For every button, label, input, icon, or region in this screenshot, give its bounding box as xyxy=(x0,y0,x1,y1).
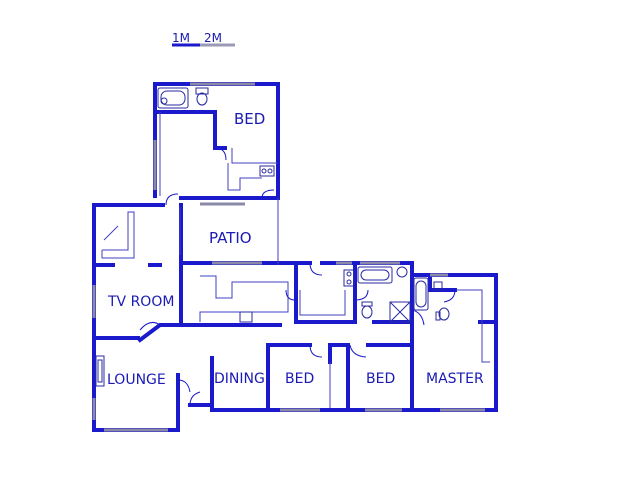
room-label-master: MASTER xyxy=(426,371,484,387)
fixtures xyxy=(95,87,450,387)
room-labels: BED PATIO TV ROOM LOUNGE DINING BED BED … xyxy=(107,110,484,388)
windows xyxy=(92,82,485,432)
room-label-dining: DINING xyxy=(214,371,265,387)
scale-label-2m: 2M xyxy=(204,31,222,45)
room-label-bed-2: BED xyxy=(285,371,314,387)
room-label-bed-3: BED xyxy=(366,371,395,387)
scale-label-1m: 1M xyxy=(172,31,190,45)
room-label-bed-top: BED xyxy=(234,110,265,128)
fittings xyxy=(101,112,490,408)
scale-bar: 1M 2M xyxy=(172,31,235,47)
doors xyxy=(139,147,456,406)
room-label-patio: PATIO xyxy=(209,229,252,247)
room-label-tv-room: TV ROOM xyxy=(107,294,174,310)
room-label-lounge: LOUNGE xyxy=(107,372,166,388)
